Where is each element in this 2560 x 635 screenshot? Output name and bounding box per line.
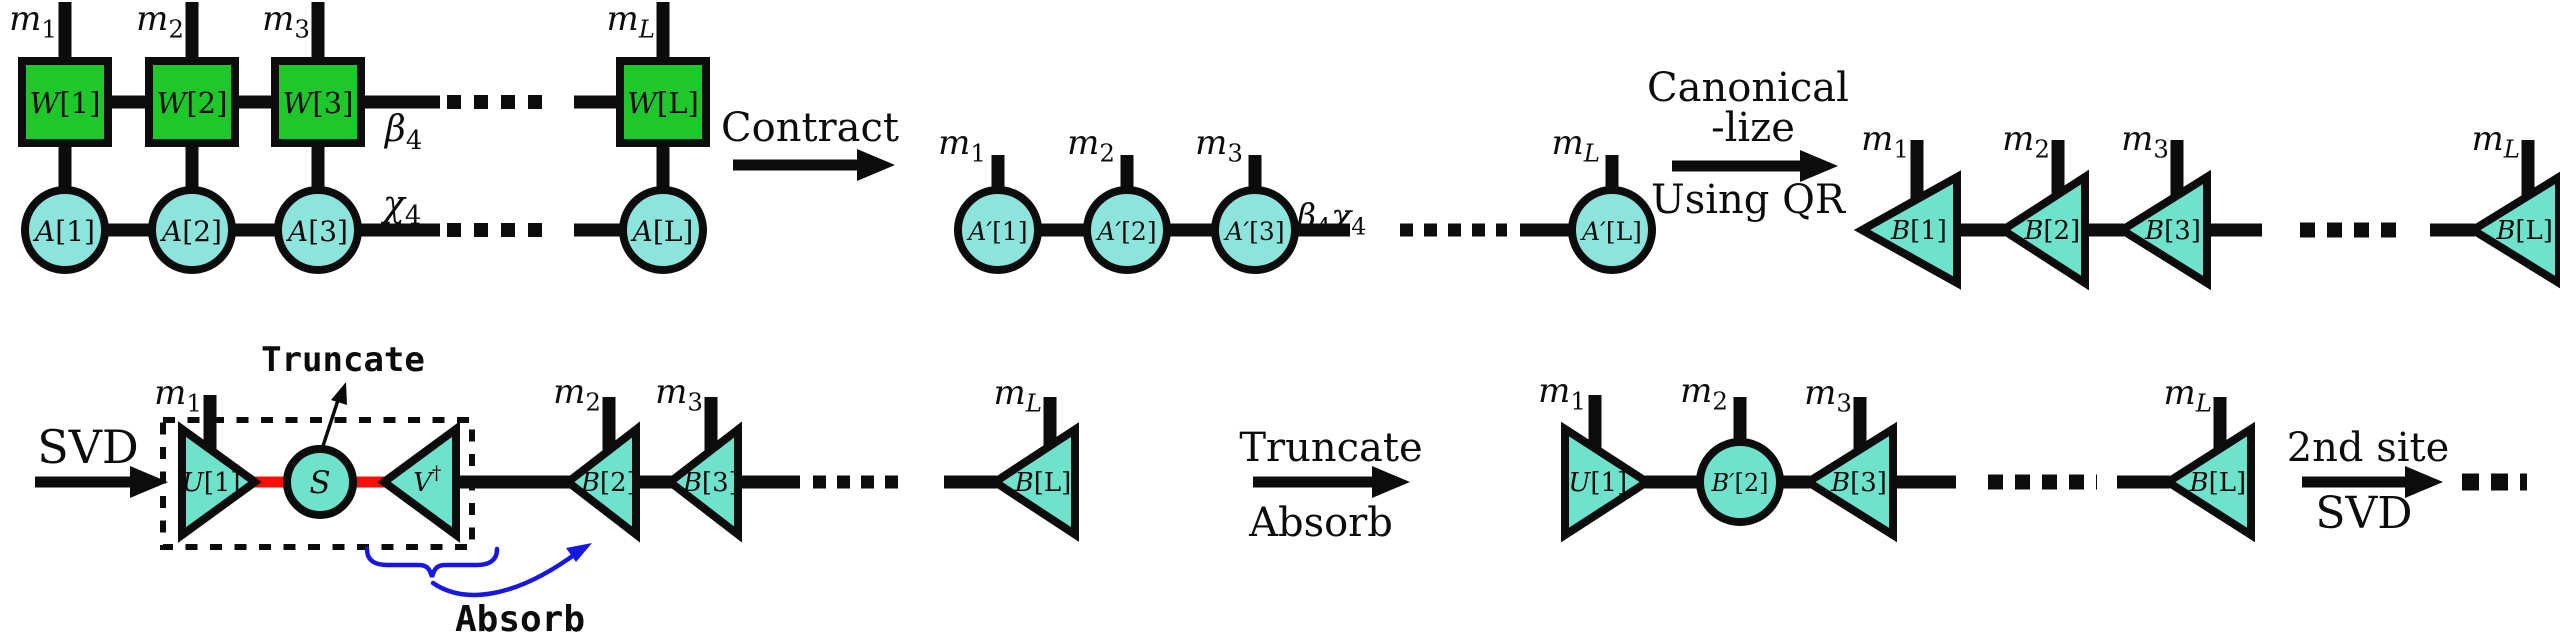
wL-node-label: W[L] <box>627 86 699 120</box>
b2-bottom-node-label: B[2] <box>580 468 637 498</box>
w3-node-label: W[3] <box>283 86 354 120</box>
svd2-label: SVD <box>2315 488 2412 539</box>
m3-mid-label: m3 <box>1195 123 1243 167</box>
b1-top-node <box>1853 170 1961 290</box>
b3-right-node-label: B[3] <box>1830 468 1887 498</box>
bL-right-node <box>2160 421 2255 543</box>
bL-right-node-label: B[L] <box>2188 468 2246 498</box>
m2-bbot-label: m2 <box>553 372 601 416</box>
aprime2-node-label: A′[2] <box>1095 217 1156 246</box>
aprime3-node-label: A′[3] <box>1223 217 1284 246</box>
w3-node <box>271 57 365 147</box>
truncate-region-box <box>160 417 475 550</box>
b3-right-node <box>1800 421 1897 543</box>
mL-bbot-label: mL <box>994 373 1043 417</box>
wL-node <box>616 57 710 147</box>
mL-mid-label: mL <box>1552 123 1601 167</box>
w1-node <box>18 57 112 147</box>
contract-label: Contract <box>721 105 899 151</box>
mL-right-label: mL <box>2164 373 2213 417</box>
vdagger-node-label: V† <box>413 463 441 498</box>
a3-node <box>274 186 362 274</box>
lize-label: -lize <box>1711 105 1795 151</box>
truncate-rm-label: Truncate <box>1239 425 1422 471</box>
a2-node-label: A[2] <box>159 215 222 248</box>
bL-bottom-node <box>987 422 1079 542</box>
u1-svd-node-label: U[1] <box>182 468 241 498</box>
aprime2-node <box>1083 186 1171 274</box>
m3-btop-label: m3 <box>2121 119 2169 163</box>
m2-top-label: m2 <box>136 0 184 43</box>
m1-mid-label: m1 <box>938 123 986 167</box>
m1-right-label: m1 <box>1538 371 1586 415</box>
b3-top-node <box>2114 169 2211 291</box>
s-node <box>283 445 357 519</box>
absorb-tt-label: Absorb <box>455 599 585 635</box>
m2-btop-label: m2 <box>2002 119 2050 163</box>
aprime3-node <box>1211 186 1299 274</box>
contract-arrow-head <box>857 149 895 181</box>
truncate-tt-label: Truncate <box>261 340 425 380</box>
b1-top-node-label: B[1] <box>1890 216 1947 246</box>
a2-node <box>148 186 236 274</box>
b2-bottom-node <box>561 421 640 543</box>
truncate-pointer-arrow-shaft <box>320 393 342 450</box>
aL-node-label: A[L] <box>630 215 694 248</box>
second-site-label: 2nd site <box>2287 425 2450 471</box>
b3-bottom-node <box>663 421 742 543</box>
bprime2-node-label: B′[2] <box>1710 469 1768 497</box>
svd-label: SVD <box>37 420 139 474</box>
b3-bottom-node-label: B[3] <box>682 468 739 498</box>
w2-node-label: W[2] <box>157 86 228 120</box>
a3-node-label: A[3] <box>285 215 348 248</box>
vdagger-node <box>377 421 460 543</box>
u1-svd-node <box>178 421 262 543</box>
m2-right-label: m2 <box>1680 371 1728 415</box>
svd-arrow-head <box>130 466 168 498</box>
b2-top-node <box>1995 169 2089 291</box>
beta4chi4-label: β4χ4 <box>1295 196 1366 240</box>
absorb-curved-arrow-head <box>566 543 592 562</box>
m3-top-label: m3 <box>262 0 310 43</box>
m3-right-label: m3 <box>1804 373 1852 417</box>
u1-right-node-label: U[1] <box>1568 468 1627 498</box>
s-node-label: S <box>309 465 330 501</box>
mL-top-label: mL <box>607 0 656 43</box>
b3-top-node-label: B[3] <box>2144 216 2201 246</box>
aprimeL-node <box>1568 186 1656 274</box>
u1-right-node <box>1561 421 1655 543</box>
canonical-label: Canonical <box>1647 65 1849 111</box>
m1-top-label: m1 <box>9 0 57 43</box>
chi4-label: χ4 <box>380 184 421 231</box>
w2-node <box>145 57 239 147</box>
b2-top-node-label: B[2] <box>2023 216 2080 246</box>
aL-node <box>619 186 707 274</box>
beta4-label: β4 <box>383 109 422 156</box>
aprime1-node <box>954 186 1042 274</box>
bprime2-node <box>1696 438 1784 526</box>
mL-btop-label: mL <box>2472 119 2521 163</box>
bL-bottom-node-label: B[L] <box>1014 468 1072 498</box>
m1-svd-label: m1 <box>154 373 202 417</box>
w1-node-label: W[1] <box>30 86 101 120</box>
absorb-curved-arrow <box>430 549 581 598</box>
aprime1-node-label: A′[1] <box>966 217 1027 246</box>
bL-top-node <box>2465 171 2560 289</box>
m3-bbot-label: m3 <box>655 372 703 416</box>
second-site-svd-arrow-head <box>2405 466 2443 498</box>
truncate-pointer-arrow-head <box>331 382 347 405</box>
m1-btop-label: m1 <box>1861 119 1909 163</box>
truncate-absorb-arrow-head <box>1372 466 1410 498</box>
bL-top-node-label: B[L] <box>2495 216 2553 246</box>
a1-node-label: A[1] <box>32 215 95 248</box>
absorb-rm-label: Absorb <box>1248 500 1393 546</box>
m2-mid-label: m2 <box>1067 123 1115 167</box>
using-qr-label: Using QR <box>1651 177 1847 223</box>
aprimeL-node-label: A′[L] <box>1580 217 1642 246</box>
canonicalize-arrow-head <box>1800 150 1838 182</box>
absorb-brace <box>364 546 500 578</box>
a1-node <box>21 186 109 274</box>
